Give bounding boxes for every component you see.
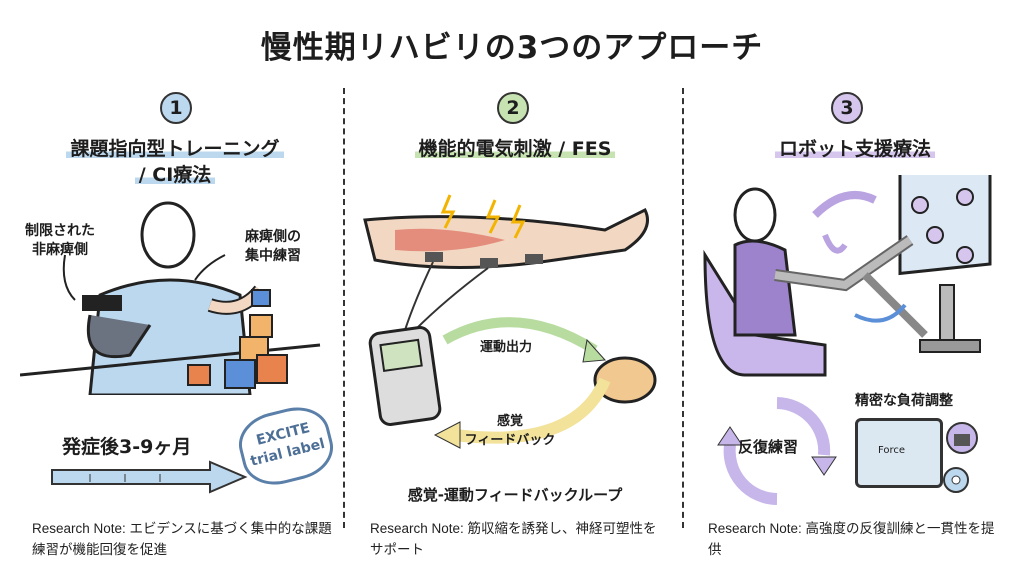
- label-repeat-practice: 反復練習: [738, 438, 799, 456]
- timeline-label: 発症後3-9ヶ月: [62, 436, 192, 458]
- heading-robot: ロボット支援療法: [695, 136, 1015, 162]
- ci-therapy-illustration: [20, 201, 321, 395]
- page-title: 慢性期リハビリの3つのアプローチ: [260, 30, 764, 66]
- loop-label: 感覚-運動フィードバックループ: [407, 486, 623, 504]
- label-precision-load: 精密な負荷調整: [855, 393, 953, 409]
- heading-line1: 課題指向型トレーニング: [66, 138, 284, 160]
- label-restricted-side: 制限された 非麻痺側: [25, 223, 95, 258]
- robot-therapy-illustration: [703, 175, 992, 377]
- repeat-cycle-icon: [717, 397, 837, 505]
- column-divider: [682, 88, 684, 528]
- force-tablet: Force: [855, 418, 943, 488]
- step-number-2: 2: [497, 92, 529, 124]
- column-divider: [343, 88, 345, 528]
- heading-task-oriented: 課題指向型トレーニング / CI療法: [20, 136, 330, 188]
- timeline-arrow: [51, 460, 248, 494]
- step-number-3: 3: [831, 92, 863, 124]
- step-number-1: 1: [160, 92, 192, 124]
- label-affected-side: 麻痺側の 集中練習: [245, 229, 301, 264]
- research-note-2: Research Note: 筋収縮を誘発し、神経可塑性をサポート: [370, 521, 657, 557]
- fes-illustration: [363, 194, 657, 449]
- research-note-3: Research Note: 高強度の反復訓練と一貫性を提供: [708, 521, 995, 557]
- research-note-1: Research Note: エビデンスに基づく集中的な課題練習が機能回復を促進: [32, 521, 332, 557]
- heading-line2: / CI療法: [134, 164, 216, 186]
- heading-fes: 機能的電気刺激 / FES: [355, 136, 675, 162]
- label-motor-output: 運動出力: [480, 340, 533, 355]
- heading-text: ロボット支援療法: [774, 138, 935, 160]
- label-sensory-feedback: 感覚 フィードバック: [464, 414, 556, 448]
- heading-text: 機能的電気刺激 / FES: [414, 138, 616, 160]
- force-label: Force: [878, 445, 906, 456]
- gear-weight-icon: [943, 422, 978, 493]
